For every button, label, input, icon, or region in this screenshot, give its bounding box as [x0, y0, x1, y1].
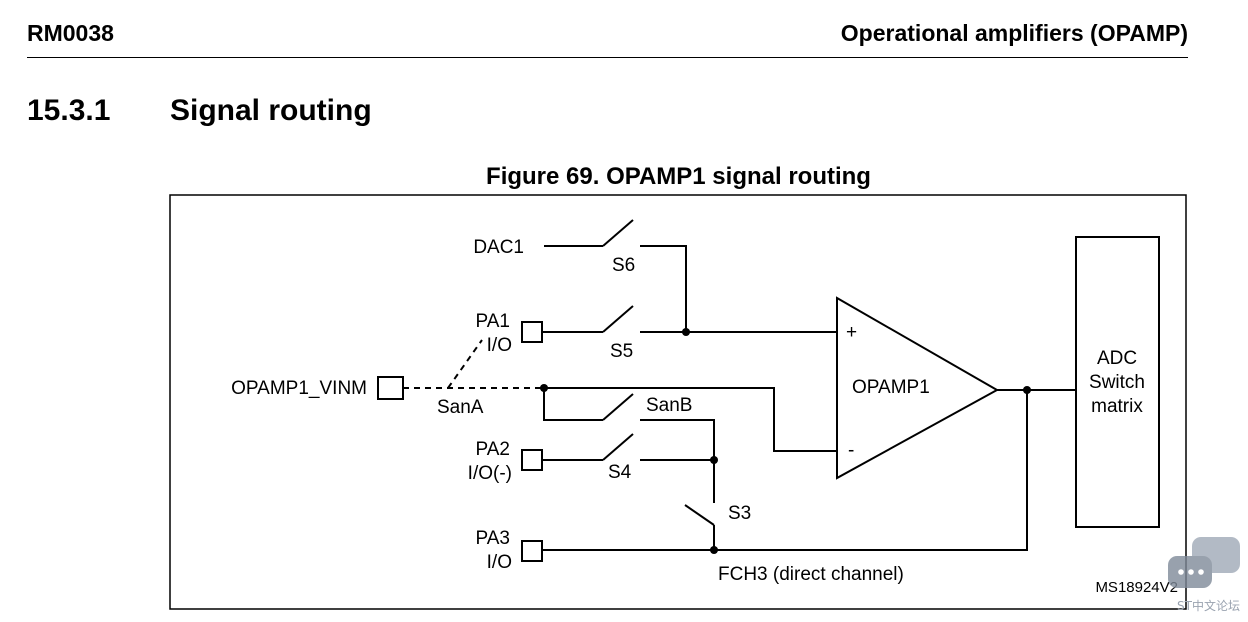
junction-dot-pa3 — [710, 546, 718, 554]
label-pa2-type: I/O(-) — [468, 463, 512, 484]
adc-label-line3: matrix — [1091, 396, 1143, 417]
label-pa3-name: PA3 — [475, 528, 510, 549]
label-vinm: OPAMP1_VINM — [231, 378, 367, 399]
switch-s3-blade — [684, 504, 715, 526]
adc-label-line1: ADC — [1097, 348, 1137, 369]
document-id: RM0038 — [27, 20, 114, 46]
label-dac1: DAC1 — [473, 237, 524, 258]
junction-dot-plus — [682, 328, 690, 336]
section-number: 15.3.1 — [27, 94, 111, 127]
switch-s4-blade — [602, 433, 634, 461]
switch-sana-blade — [447, 339, 483, 389]
opamp-name-label: OPAMP1 — [852, 377, 930, 398]
chat-bubbles-icon — [1168, 537, 1240, 588]
label-fch3: FCH3 (direct channel) — [718, 564, 904, 585]
label-pa1-type: I/O — [487, 335, 512, 356]
label-s3: S3 — [728, 503, 751, 524]
label-s5: S5 — [610, 341, 633, 362]
pa3-pin — [521, 540, 543, 562]
label-pa3-type: I/O — [487, 552, 512, 573]
s6-output-wire — [640, 245, 687, 332]
junction-dot-s4 — [710, 456, 718, 464]
figure-caption: Figure 69. OPAMP1 signal routing — [486, 163, 871, 190]
opamp-minus-label: - — [848, 440, 854, 461]
label-sanb: SanB — [646, 395, 692, 416]
pa1-pin — [521, 321, 543, 343]
label-s6: S6 — [612, 255, 635, 276]
document-header: RM0038 Operational amplifiers (OPAMP) — [27, 18, 1188, 58]
adc-switch-matrix-box — [1075, 236, 1160, 528]
chapter-title: Operational amplifiers (OPAMP) — [840, 20, 1188, 46]
adc-label-line2: Switch — [1089, 372, 1145, 393]
switch-sanb-blade — [602, 393, 634, 421]
switch-s6-blade — [602, 219, 634, 247]
section-title: Signal routing — [170, 94, 372, 127]
junction-dot-output — [1023, 386, 1031, 394]
vinm-pin — [377, 376, 404, 400]
figure-frame — [169, 194, 1187, 610]
opamp1-triangle — [836, 296, 1000, 480]
label-s4: S4 — [608, 462, 632, 483]
junction-dot-vinm — [540, 384, 548, 392]
sanb-output-wire — [640, 419, 715, 460]
fch3-wire — [542, 390, 1028, 551]
minus-input-wire — [544, 387, 837, 452]
label-pa1-name: PA1 — [475, 311, 510, 332]
switch-s5-blade — [602, 305, 634, 333]
label-pa2-name: PA2 — [475, 439, 510, 460]
sanb-branch-wire — [543, 388, 603, 421]
opamp-plus-label: + — [846, 322, 857, 343]
label-sana: SanA — [437, 397, 484, 418]
figure-code: MS18924V2 — [1095, 579, 1178, 596]
pa2-pin — [521, 449, 543, 471]
watermark-text: ST中文论坛 — [1177, 598, 1240, 613]
